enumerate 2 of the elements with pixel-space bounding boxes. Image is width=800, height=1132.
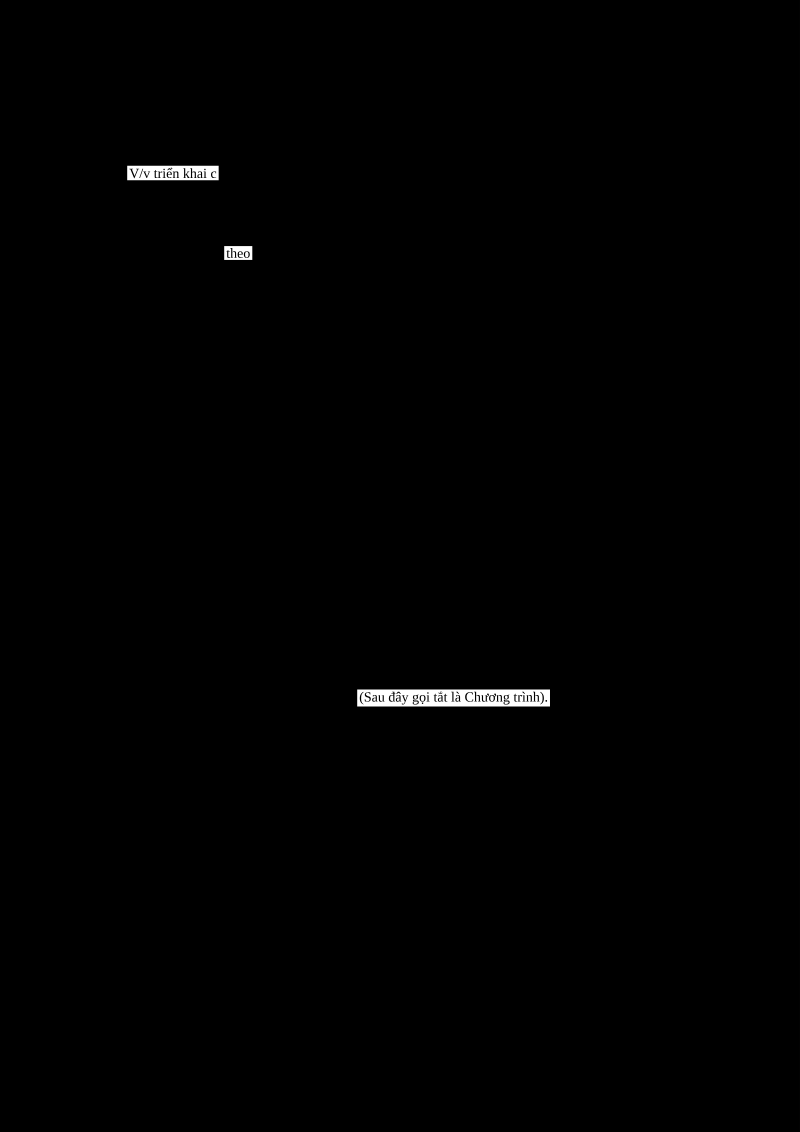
text-snippet: (Sau đây gọi tắt là Chương trình). xyxy=(357,689,550,707)
text-snippet: theo xyxy=(224,246,253,260)
